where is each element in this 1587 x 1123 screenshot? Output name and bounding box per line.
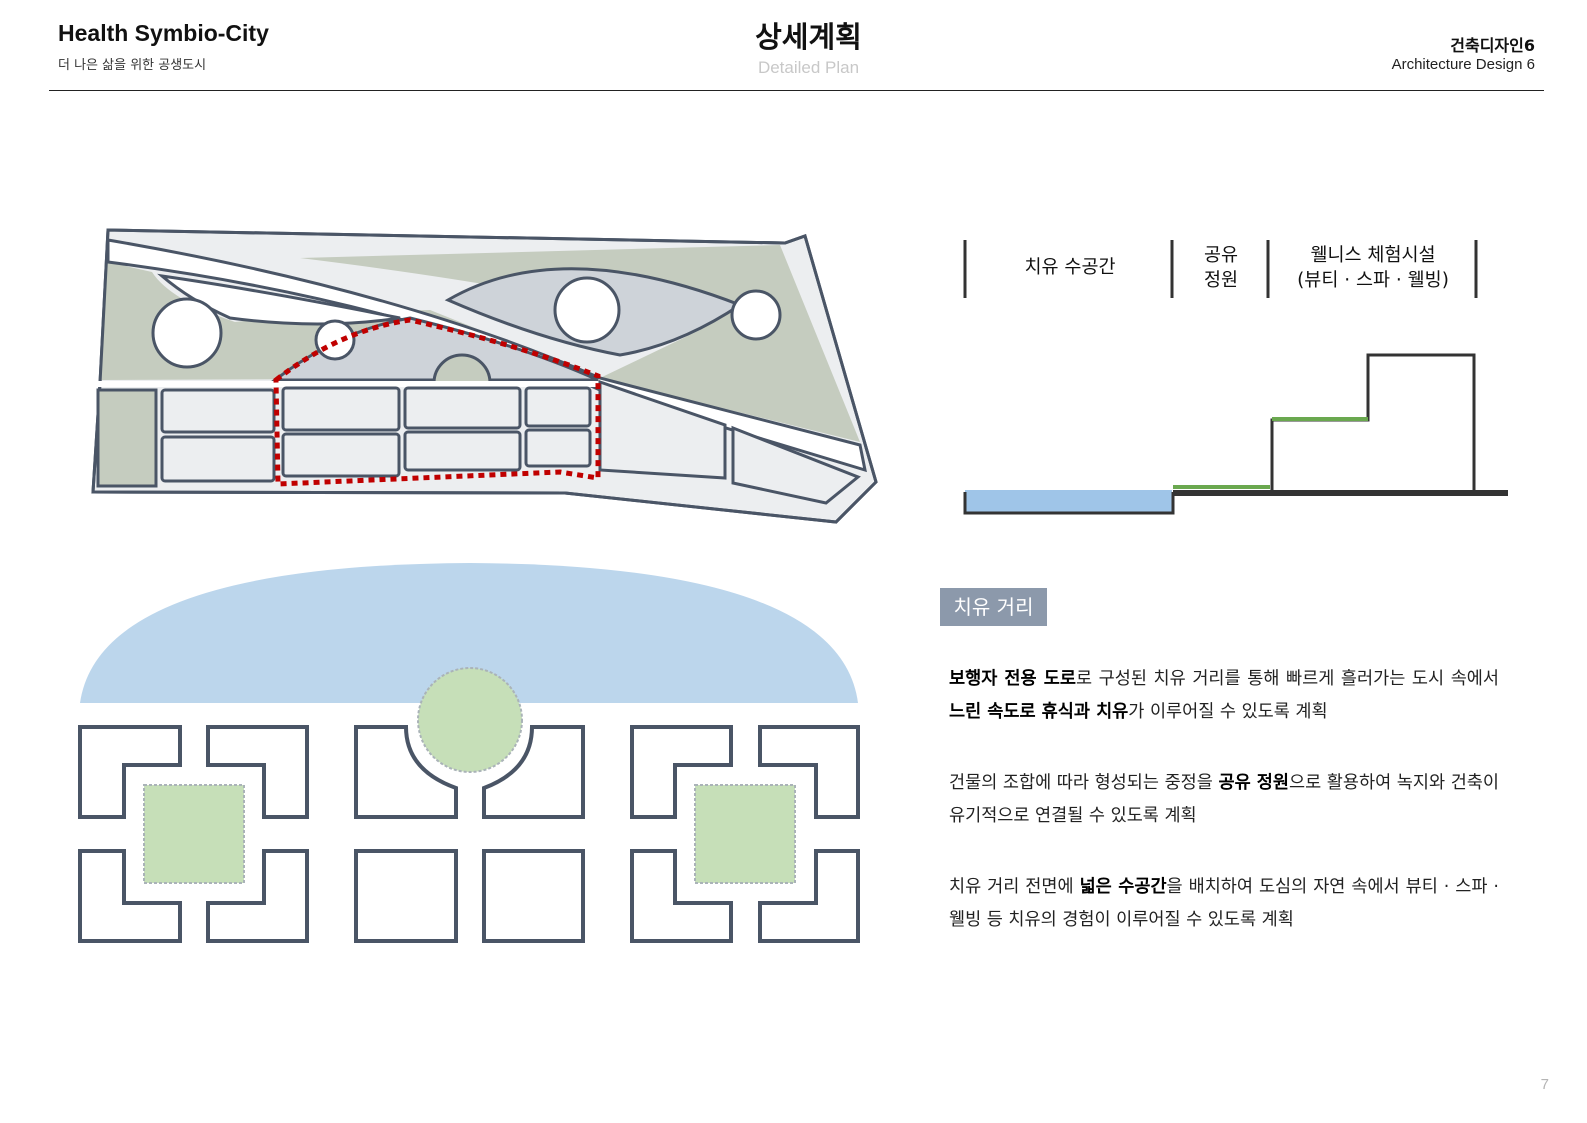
paragraph-1-text-2: 가 이루어질 수 있도록 계획 [1128,702,1328,722]
section-label-wellness: 웰니스 체험시설 (뷰티 · 스파 · 웰빙) [1297,245,1449,291]
section-label-water: 치유 수공간 [1024,257,1116,278]
course-subtitle: Architecture Design 6 [1391,56,1535,73]
project-title: Health Symbio-City [58,20,269,46]
section-label-garden: 공유 정원 [1203,245,1239,291]
section-diagram [963,240,1508,515]
paragraph-3-bold-1: 넓은 수공간 [1079,877,1167,897]
paragraph-2-bold-1: 공유 정원 [1218,773,1290,793]
header-divider [49,90,1544,91]
page-number: 7 [1540,1076,1549,1093]
site-plan-diagram [91,228,878,524]
paragraph-2: 건물의 조합에 따라 형성되는 중정을 공유 정원으로 활용하여 녹지와 건축이… [949,767,1499,833]
paragraph-3-text-2: 을 배치하여 도심의 자연 속에서 뷰티 · 스파 · 웰빙 등 치유의 경험이… [949,877,1499,930]
paragraph-1-text-1: 로 구성된 치유 거리를 통해 빠르게 흘러가는 도시 속에서 [1075,669,1499,689]
paragraph-2-text-2: 으로 활용하여 녹지와 건축이 유기적으로 연결될 수 있도록 계획 [949,773,1499,826]
block-plan-diagram [78,563,860,943]
paragraph-1-bold-1: 보행자 전용 도로 [949,669,1076,689]
paragraph-2-text-1: 건물의 조합에 따라 형성되는 중정을 [949,773,1219,793]
page-title: 상세계획 [755,20,862,54]
paragraph-1-bold-2: 느린 속도로 휴식과 치유 [949,702,1129,722]
project-subtitle: 더 나은 삶을 위한 공생도시 [58,58,207,73]
section-tag: 치유 거리 [940,588,1047,626]
page-subtitle: Detailed Plan [757,58,860,77]
paragraph-1: 보행자 전용 도로로 구성된 치유 거리를 통해 빠르게 흘러가는 도시 속에서… [949,663,1499,729]
course-title: 건축디자인6 [1450,36,1535,55]
paragraph-3-text-1: 치유 거리 전면에 [949,877,1080,897]
paragraph-3: 치유 거리 전면에 넓은 수공간을 배치하여 도심의 자연 속에서 뷰티 · 스… [949,871,1499,937]
